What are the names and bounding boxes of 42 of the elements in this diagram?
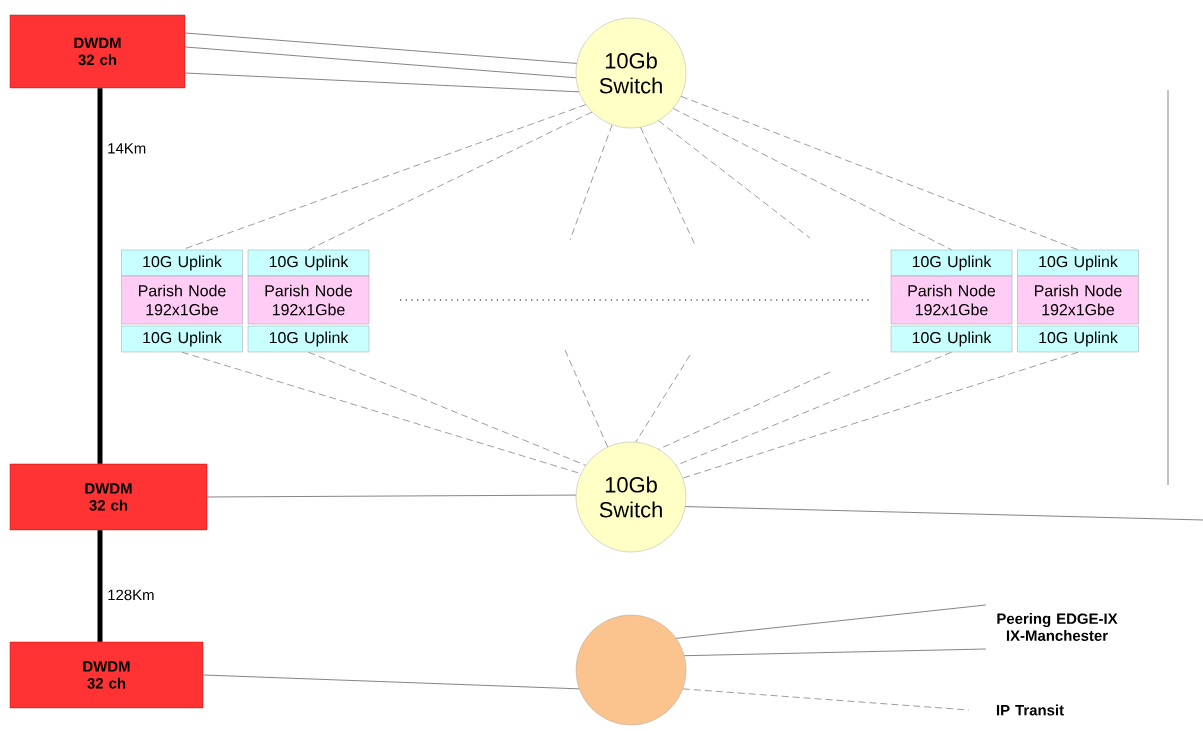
parish-node-cell: Parish Node 192x1Gbe — [247, 275, 370, 325]
router-circle — [575, 614, 687, 726]
connector-line — [184, 46, 577, 79]
uplink-cell: 10G Uplink — [1017, 249, 1139, 277]
parish-node-cell: Parish Node 192x1Gbe — [121, 275, 243, 325]
dwdm-box: DWDM 32 ch — [9, 14, 186, 89]
uplink-cell: 10G Uplink — [247, 249, 370, 277]
connector-line — [569, 124, 613, 241]
uplink-cell: 10G Uplink — [121, 325, 243, 353]
connector-line — [184, 32, 578, 64]
edge-label: 128Km — [108, 589, 154, 601]
connector-line — [97, 530, 103, 642]
connector-line — [683, 648, 987, 657]
dwdm-box: DWDM 32 ch — [9, 641, 204, 709]
connector-line — [675, 351, 952, 466]
connector-line — [640, 127, 696, 246]
uplink-cell: 10G Uplink — [247, 325, 370, 353]
parish-node-cell: Parish Node 192x1Gbe — [890, 275, 1013, 325]
connector-line — [682, 351, 1079, 479]
connector-line — [564, 349, 609, 448]
text-label: IP Transit — [996, 704, 1064, 716]
connector-line — [308, 351, 587, 466]
parish-node-cell: Parish Node 192x1Gbe — [1017, 275, 1139, 325]
connector-line — [206, 494, 577, 498]
connector-line — [680, 95, 1079, 251]
connector-line — [675, 604, 987, 639]
connector-line — [308, 111, 593, 251]
edge-label: 14Km — [108, 143, 146, 154]
connector-line — [672, 108, 952, 251]
dwdm-box: DWDM 32 ch — [9, 463, 208, 531]
connector-line — [97, 88, 103, 464]
uplink-cell: 10G Uplink — [121, 249, 243, 277]
uplink-cell: 10G Uplink — [1017, 325, 1139, 353]
uplink-cell: 10G Uplink — [890, 325, 1013, 353]
connector-line — [658, 120, 811, 239]
connector-line — [635, 354, 691, 443]
connector-line — [684, 506, 1203, 521]
connector-line — [202, 674, 580, 690]
connector-line — [682, 688, 970, 711]
uplink-cell: 10G Uplink — [890, 249, 1013, 277]
text-label: Peering EDGE-IX IX-Manchester — [997, 613, 1118, 641]
connector-line — [184, 72, 580, 93]
